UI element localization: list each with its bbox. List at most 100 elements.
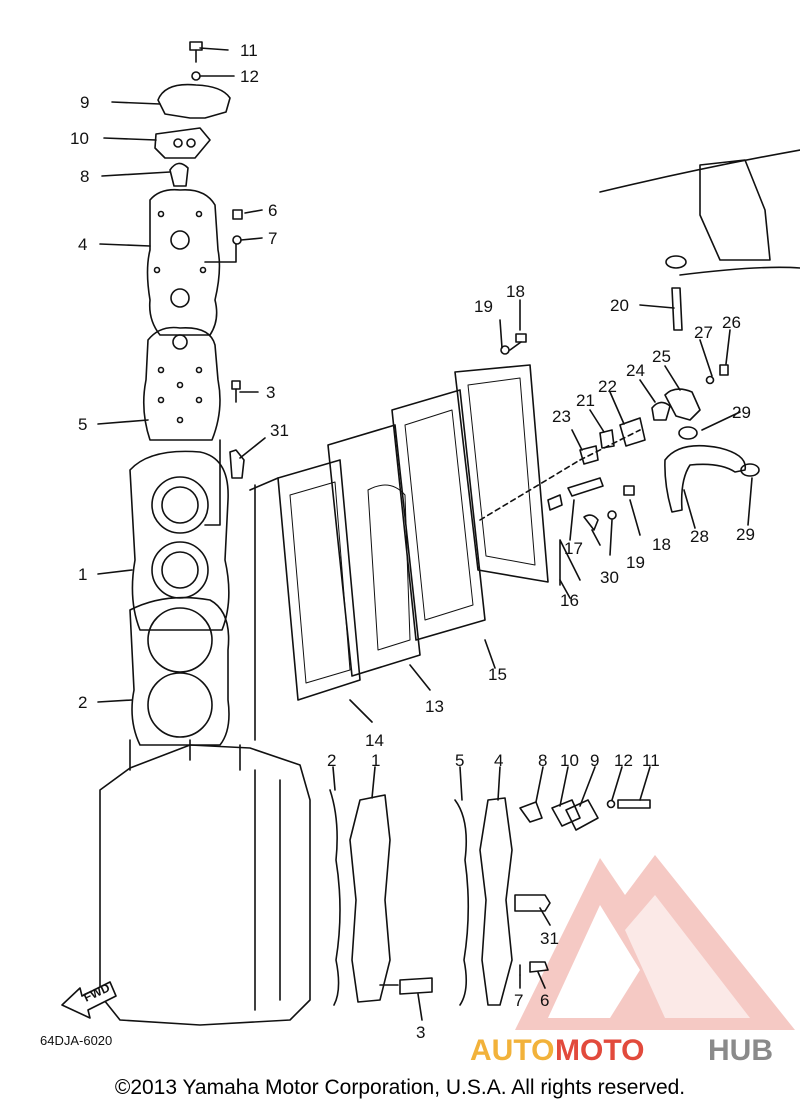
- callout-1: 1: [78, 565, 87, 584]
- callout-side-9: 9: [590, 751, 599, 770]
- callout-14: 14: [365, 731, 384, 750]
- callout-10: 10: [70, 129, 89, 148]
- automotohub-logo: AUTO MOTO HUB: [470, 855, 795, 1067]
- side-spark-plug-31: [514, 894, 551, 912]
- spring-22: [619, 417, 646, 447]
- side-gasket-2: [329, 789, 341, 1006]
- callout-9: 9: [80, 93, 89, 112]
- callout-25: 25: [652, 347, 671, 366]
- water-jacket-cover-4: [146, 188, 221, 336]
- part-code: 64DJA-6020: [40, 1033, 112, 1048]
- gasket-10: [154, 127, 211, 159]
- callout-side-1: 1: [371, 751, 380, 770]
- callout-2: 2: [78, 693, 87, 712]
- side-cover-9: [565, 799, 599, 831]
- forward-arrow: FWD: [61, 980, 117, 1019]
- callout-side-10: 10: [560, 751, 579, 770]
- thermostat-8: [169, 162, 189, 187]
- side-thermostat-8: [519, 801, 543, 823]
- side-bolt-6: [529, 961, 549, 973]
- hose-28: [664, 444, 747, 513]
- washer-19-upper: [500, 345, 510, 355]
- engine-outline-upper-right: [599, 149, 800, 261]
- callout-13: 13: [425, 697, 444, 716]
- part-30: [583, 514, 599, 531]
- callout-side-3: 3: [416, 1023, 425, 1042]
- callout-31: 31: [270, 421, 289, 440]
- gasket-24: [651, 401, 671, 421]
- callout-27: 27: [694, 323, 713, 342]
- side-cylinder-head-1: [349, 794, 391, 1003]
- spark-plug-31: [229, 449, 245, 479]
- callout-24: 24: [626, 361, 645, 380]
- bolt-3-top: [231, 380, 241, 390]
- callout-16: 16: [560, 591, 579, 610]
- callout-28: 28: [690, 527, 709, 546]
- gasket-5: [142, 326, 221, 441]
- callout-6: 6: [268, 201, 277, 220]
- callout-17: 17: [564, 539, 583, 558]
- callout-19-upper: 19: [474, 297, 493, 316]
- gasket-14: [277, 459, 361, 701]
- callout-3: 3: [266, 383, 275, 402]
- callout-21: 21: [576, 391, 595, 410]
- side-gasket-10: [551, 799, 581, 827]
- callout-side-4: 4: [494, 751, 503, 770]
- valve-21: [599, 429, 615, 449]
- callout-5: 5: [78, 415, 87, 434]
- callout-18-upper: 18: [506, 282, 525, 301]
- callout-26: 26: [722, 313, 741, 332]
- washer-19-lower: [607, 510, 617, 520]
- callout-side-7: 7: [514, 991, 523, 1010]
- watermark-auto: AUTO: [470, 1034, 554, 1067]
- callout-side-12: 12: [614, 751, 633, 770]
- callout-20: 20: [610, 296, 629, 315]
- callout-8: 8: [80, 167, 89, 186]
- callout-side-8: 8: [538, 751, 547, 770]
- side-gasket-5: [454, 799, 470, 1006]
- pipe-17: [567, 477, 604, 497]
- callout-side-31: 31: [540, 929, 559, 948]
- washer-12-top: [191, 71, 201, 81]
- bolt-26: [719, 364, 729, 376]
- washer-27: [705, 375, 715, 385]
- washer-7: [232, 235, 242, 245]
- gasket-2: [129, 596, 230, 746]
- callout-19-lower: 19: [626, 553, 645, 572]
- callout-side-11: 11: [642, 751, 660, 770]
- cover-25: [664, 388, 701, 421]
- side-bolt-3: [399, 977, 433, 995]
- side-bolt-11: [617, 799, 651, 809]
- bolt-11-top: [189, 41, 203, 63]
- callout-29-lower: 29: [736, 525, 755, 544]
- callout-side-2: 2: [327, 751, 336, 770]
- copyright-notice: ©2013 Yamaha Motor Corporation, U.S.A. A…: [114, 1076, 686, 1099]
- side-cover-4: [479, 797, 513, 1006]
- callout-18-lower: 18: [652, 535, 671, 554]
- cover-9: [157, 83, 231, 119]
- clamp-29-lower: [740, 463, 760, 477]
- callout-15: 15: [488, 665, 507, 684]
- callout-side-6: 6: [540, 991, 549, 1010]
- cylinder-block: [99, 744, 311, 1026]
- callout-7: 7: [268, 229, 277, 248]
- grommet-20-top: [665, 255, 687, 269]
- callout-30: 30: [600, 568, 619, 587]
- bolt-6: [232, 209, 243, 220]
- watermark-moto: MOTO: [555, 1034, 644, 1067]
- bolt-18-upper: [515, 333, 527, 343]
- callout-23: 23: [552, 407, 571, 426]
- callout-12: 12: [240, 67, 259, 86]
- side-washer-12: [606, 799, 616, 809]
- clamp-29-upper: [678, 426, 698, 440]
- callout-side-5: 5: [455, 751, 464, 770]
- callout-29-upper: 29: [732, 403, 751, 422]
- bolt-18-lower: [623, 485, 635, 496]
- watermark-hub: HUB: [708, 1034, 773, 1067]
- hose-20: [671, 287, 683, 331]
- exhaust-plate-13: [327, 424, 421, 677]
- exhaust-cover-16: [454, 364, 549, 583]
- callout-11: 11: [240, 41, 258, 60]
- callout-4: 4: [78, 235, 87, 254]
